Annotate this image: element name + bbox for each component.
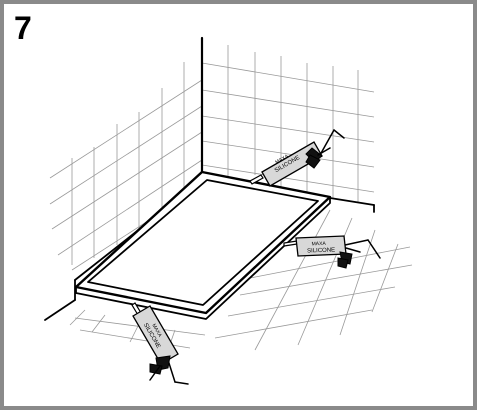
caulk-gun-right[interactable]: MAXA SILICONE [283,232,381,269]
caulk-gun-back[interactable]: MAXA SILICONE [249,129,345,187]
shower-tray [74,170,332,320]
cartridge-brand: MAXA [311,241,326,248]
svg-text:MAXA SILICONE: MAXA SILICONE [306,232,335,255]
floor-tiles [69,209,413,351]
step-number: 7 [14,10,32,46]
left-wall-tiles [49,62,203,271]
back-wall-tiles [201,45,375,202]
cartridge-product: SILICONE [307,248,335,255]
caulk-gun-front[interactable]: MAXA SILICONE [131,302,189,385]
